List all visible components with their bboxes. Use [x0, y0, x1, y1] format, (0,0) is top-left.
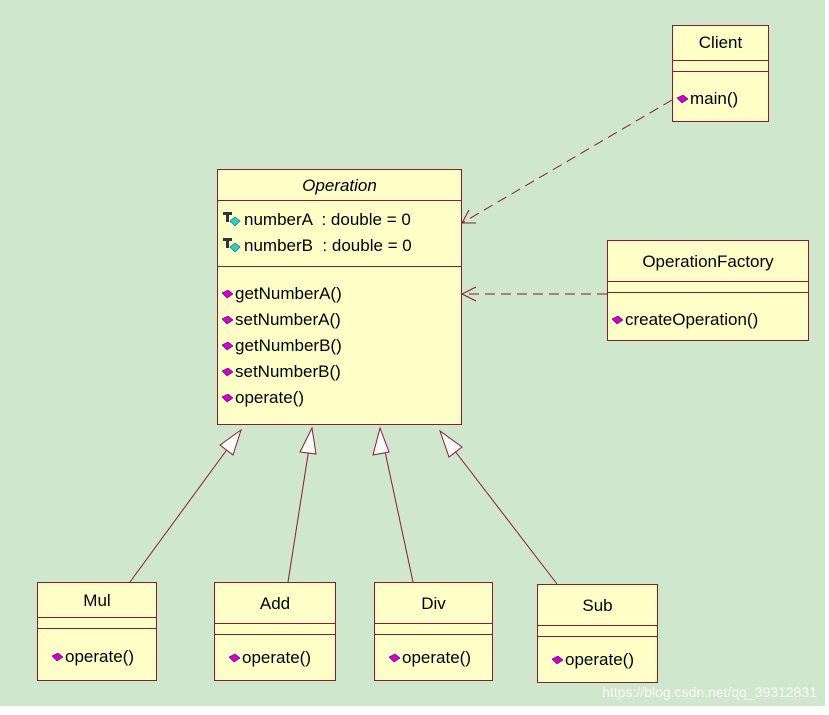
class-div[interactable]: Div operate(): [374, 582, 493, 681]
method-label: main(): [690, 89, 739, 108]
method-icon: [222, 367, 233, 376]
class-operation-factory-attributes: [608, 282, 808, 293]
method-icon: [677, 94, 688, 103]
class-client[interactable]: Client main(): [672, 25, 769, 122]
protected-attribute-icon: [223, 238, 241, 253]
method-icon: [552, 655, 563, 664]
attribute-row: numberA : double = 0: [218, 207, 461, 233]
method-label: getNumberA(): [235, 284, 342, 303]
inheritance-arrow-sub: [439, 429, 463, 458]
method-label: setNumberB(): [235, 362, 341, 381]
class-mul[interactable]: Mul operate(): [37, 582, 157, 681]
class-operation[interactable]: Operation numberA : double = 0 numberB :…: [217, 169, 462, 425]
method-label: createOperation(): [625, 310, 759, 329]
method-row: createOperation(): [608, 307, 808, 333]
attribute-label: numberA : double = 0: [244, 210, 411, 229]
inheritance-arrow-div: [372, 426, 390, 456]
class-client-name: Client: [673, 26, 768, 61]
method-row: operate(): [215, 645, 335, 671]
method-icon: [222, 289, 233, 298]
inheritance-add: [287, 441, 311, 583]
method-icon: [222, 393, 233, 402]
watermark-text: https://blog.csdn.net/qq_39312831: [602, 684, 817, 700]
method-row: getNumberB(): [218, 333, 461, 359]
method-label: setNumberA(): [235, 310, 341, 329]
method-label: operate(): [402, 648, 471, 667]
method-icon: [52, 652, 63, 661]
class-add-name: Add: [215, 583, 335, 624]
class-add-methods: operate(): [215, 635, 335, 671]
class-operation-attributes: numberA : double = 0 numberB : double = …: [218, 201, 461, 267]
method-icon: [612, 315, 623, 324]
method-label: operate(): [242, 648, 311, 667]
inheritance-arrow-add: [299, 426, 317, 455]
class-sub-name: Sub: [538, 585, 657, 626]
method-icon: [222, 341, 233, 350]
method-row: operate(): [218, 385, 461, 411]
dependency-client-operation: [461, 99, 673, 224]
method-label: getNumberB(): [235, 336, 342, 355]
method-row: operate(): [38, 644, 156, 670]
attribute-label: numberB : double = 0: [244, 236, 412, 255]
class-add[interactable]: Add operate(): [214, 582, 336, 681]
class-mul-attributes: [38, 618, 156, 629]
method-row: main(): [673, 86, 768, 112]
protected-attribute-icon: [223, 212, 241, 227]
class-client-methods: main(): [673, 72, 768, 112]
class-sub-methods: operate(): [538, 637, 657, 673]
class-client-attributes: [673, 61, 768, 72]
method-label: operate(): [235, 388, 304, 407]
inheritance-sub: [447, 441, 558, 585]
inheritance-arrow-mul: [219, 428, 242, 456]
method-icon: [229, 653, 240, 662]
class-mul-name: Mul: [38, 583, 156, 618]
method-label: operate(): [65, 647, 134, 666]
method-row: setNumberA(): [218, 307, 461, 333]
method-icon: [222, 315, 233, 324]
class-div-name: Div: [375, 583, 492, 624]
dependency-arrowhead-factory: [460, 286, 477, 302]
method-row: setNumberB(): [218, 359, 461, 385]
inheritance-mul: [129, 439, 235, 583]
class-div-methods: operate(): [375, 635, 492, 671]
method-icon: [389, 653, 400, 662]
class-sub-attributes: [538, 626, 657, 637]
class-operation-factory-name: OperationFactory: [608, 241, 808, 282]
class-sub[interactable]: Sub operate(): [537, 584, 658, 683]
inheritance-div: [382, 441, 414, 583]
method-row: operate(): [375, 645, 492, 671]
class-operation-methods: getNumberA() setNumberA() getNumberB() s…: [218, 267, 461, 411]
class-operation-factory-methods: createOperation(): [608, 293, 808, 333]
dependency-arrowhead-client: [461, 209, 476, 224]
class-add-attributes: [215, 624, 335, 635]
class-div-attributes: [375, 624, 492, 635]
class-operation-name: Operation: [218, 170, 461, 201]
method-row: operate(): [538, 647, 657, 673]
class-operation-factory[interactable]: OperationFactory createOperation(): [607, 240, 809, 341]
method-label: operate(): [565, 650, 634, 669]
method-row: getNumberA(): [218, 281, 461, 307]
class-mul-methods: operate(): [38, 629, 156, 670]
attribute-row: numberB : double = 0: [218, 233, 461, 259]
